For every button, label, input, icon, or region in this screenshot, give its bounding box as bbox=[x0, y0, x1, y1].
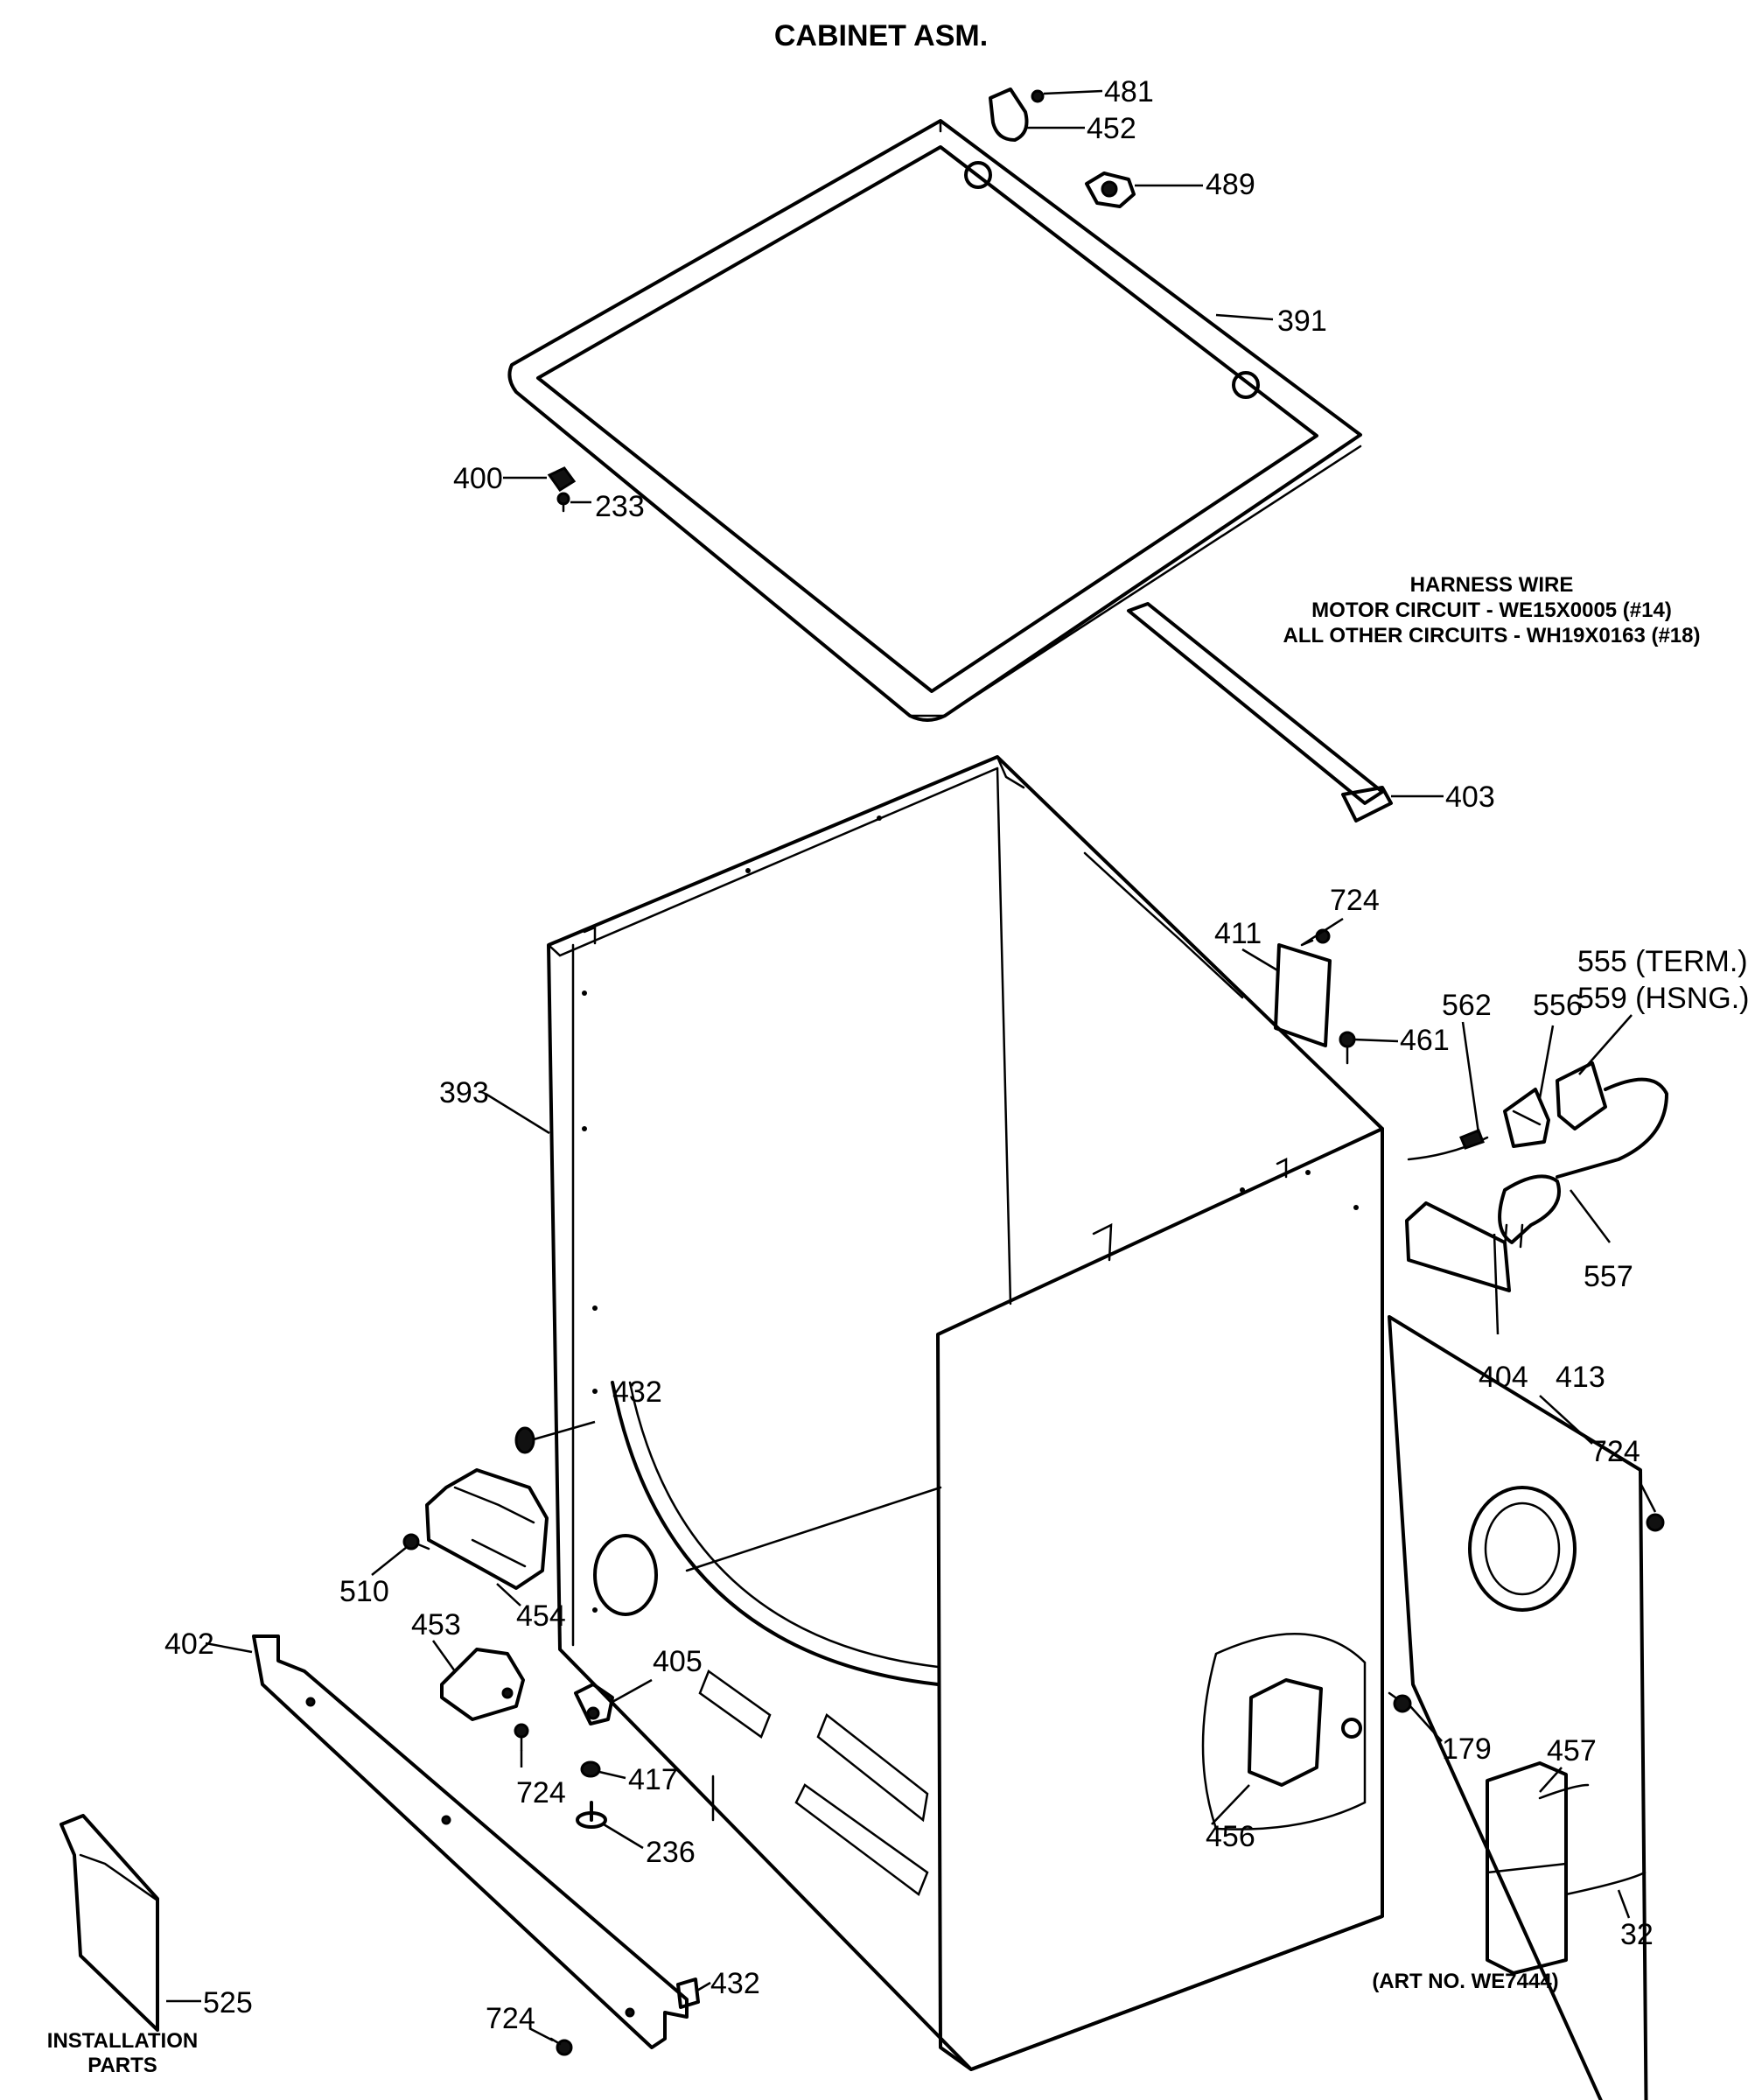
callout-454: 454 bbox=[516, 1600, 566, 1633]
rear-panel-413 bbox=[1388, 1315, 1648, 2100]
callout-405: 405 bbox=[653, 1645, 703, 1678]
callout-556: 556 bbox=[1533, 989, 1583, 1022]
bracket-454 bbox=[425, 1468, 549, 1590]
diagram-title: CABINET ASM. bbox=[774, 19, 988, 52]
callout-452: 452 bbox=[1087, 112, 1136, 145]
callout-489: 489 bbox=[1206, 168, 1255, 201]
callout-453: 453 bbox=[411, 1608, 461, 1642]
installation-line1: INSTALLATION bbox=[47, 2029, 198, 2053]
callout-labels: 481 452 489 391 400 233 403 724 411 461 … bbox=[164, 75, 1750, 2035]
screw-724-rear bbox=[1646, 1513, 1665, 1532]
callout-457: 457 bbox=[1547, 1734, 1597, 1768]
screw-724-bracket bbox=[514, 1723, 529, 1752]
nut-417 bbox=[580, 1760, 601, 1778]
callout-555-term: 555 (TERM.) bbox=[1577, 945, 1748, 978]
clip-489 bbox=[1085, 172, 1136, 208]
installation-parts-label: INSTALLATION PARTS bbox=[47, 2029, 198, 2077]
capacitor-457 bbox=[1486, 1761, 1647, 1975]
harness-line-other: ALL OTHER CIRCUITS - WH19X0163 (#18) bbox=[1283, 624, 1701, 648]
callout-179: 179 bbox=[1442, 1732, 1492, 1766]
callout-562: 562 bbox=[1442, 989, 1492, 1022]
screw-179 bbox=[1388, 1691, 1412, 1713]
callout-724-bottom: 724 bbox=[486, 2002, 535, 2035]
leader-lines bbox=[166, 89, 1657, 2042]
screw-724-bottom bbox=[549, 2037, 573, 2056]
wire-562 bbox=[1407, 1129, 1489, 1161]
callout-400: 400 bbox=[453, 462, 503, 495]
callout-32: 32 bbox=[1620, 1918, 1654, 1951]
callout-456: 456 bbox=[1206, 1820, 1255, 1853]
callout-432-left: 432 bbox=[612, 1376, 662, 1409]
screw-510 bbox=[402, 1533, 430, 1550]
callout-417: 417 bbox=[628, 1763, 678, 1796]
callout-481: 481 bbox=[1104, 75, 1154, 108]
clip-432-bottom bbox=[676, 1978, 700, 2009]
callout-233: 233 bbox=[595, 490, 645, 523]
bracket-453 bbox=[440, 1648, 525, 1721]
parts-bag-525 bbox=[59, 1814, 159, 2032]
callout-411: 411 bbox=[1214, 917, 1262, 950]
callout-525: 525 bbox=[203, 1986, 253, 2020]
callout-559-hsng: 559 (HSNG.) bbox=[1577, 982, 1750, 1015]
leveling-leg-236 bbox=[576, 1801, 607, 1829]
callout-724-top: 724 bbox=[1330, 884, 1380, 917]
callout-413: 413 bbox=[1556, 1361, 1605, 1394]
callout-403: 403 bbox=[1445, 780, 1495, 814]
clip-400 bbox=[547, 466, 577, 513]
toe-panel-402 bbox=[252, 1634, 689, 2049]
callout-510: 510 bbox=[339, 1575, 389, 1608]
harness-wire-note: HARNESS WIRE MOTOR CIRCUIT - WE15X0005 (… bbox=[1283, 573, 1701, 648]
washer-432-left bbox=[514, 1426, 535, 1454]
art-number: (ART NO. WE7444) bbox=[1372, 1970, 1558, 1993]
top-cover bbox=[507, 119, 1362, 722]
installation-line2: PARTS bbox=[87, 2054, 157, 2077]
harness-strip bbox=[1127, 602, 1393, 822]
harness-heading: HARNESS WIRE bbox=[1410, 573, 1574, 597]
callout-402: 402 bbox=[164, 1628, 214, 1661]
callout-724-rear: 724 bbox=[1591, 1435, 1640, 1468]
cabinet-body bbox=[547, 755, 1384, 2071]
callout-393: 393 bbox=[439, 1076, 489, 1110]
power-cord-557 bbox=[1498, 1077, 1668, 1249]
callout-557: 557 bbox=[1584, 1260, 1633, 1293]
access-cover-411 bbox=[1274, 943, 1332, 1047]
callout-724-bracket: 724 bbox=[516, 1776, 566, 1810]
plate-404 bbox=[1405, 1201, 1511, 1292]
hinge-bracket bbox=[989, 88, 1045, 142]
callout-461: 461 bbox=[1400, 1024, 1450, 1057]
screw-461 bbox=[1339, 1031, 1356, 1065]
callout-391: 391 bbox=[1277, 304, 1327, 338]
callout-404: 404 bbox=[1479, 1361, 1528, 1394]
rivet-dots bbox=[582, 816, 1359, 1613]
callout-432-bottom: 432 bbox=[710, 1967, 760, 2000]
terminal-block-556 bbox=[1503, 1088, 1550, 1148]
bracket-405 bbox=[574, 1683, 614, 1726]
harness-line-motor: MOTOR CIRCUIT - WE15X0005 (#14) bbox=[1311, 598, 1672, 622]
callout-236: 236 bbox=[646, 1836, 696, 1869]
